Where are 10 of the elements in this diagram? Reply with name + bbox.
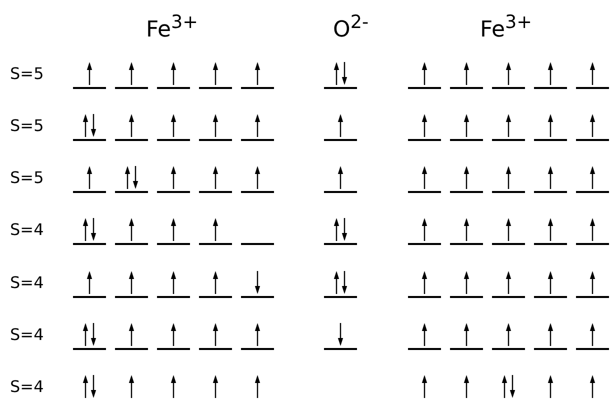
ion-label: O$^{2-}$ [333,14,369,42]
spin-label: S=4 [10,275,44,291]
spin-label: S=5 [10,118,44,134]
spin-label: S=4 [10,222,44,238]
spin-label: S=4 [10,379,44,395]
ion-label: Fe$^{3+}$ [146,14,198,42]
spin-label: S=5 [10,170,44,186]
spin-label: S=4 [10,327,44,343]
spin-label: S=5 [10,66,44,82]
ion-label: Fe$^{3+}$ [480,14,532,42]
